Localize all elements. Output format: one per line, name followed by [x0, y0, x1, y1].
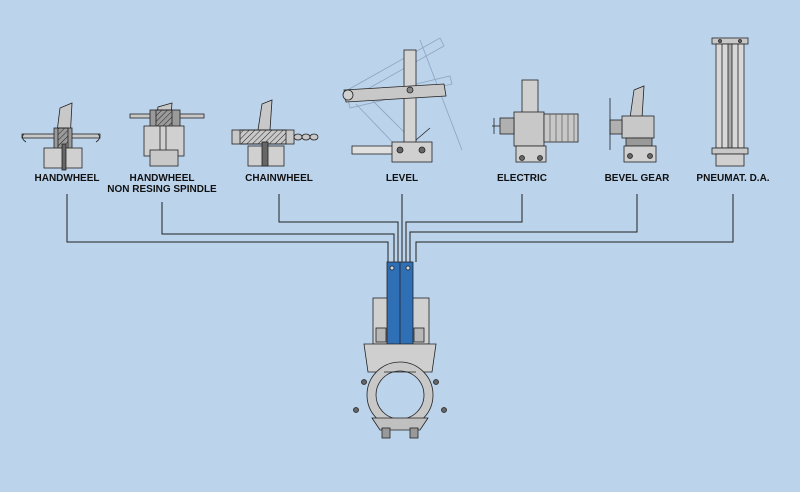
connector-pneumatic — [415, 194, 734, 262]
connector-lines — [66, 194, 734, 262]
knife-gate-valve-icon — [353, 261, 447, 439]
connector-handwheel-nrs — [161, 202, 395, 262]
label-handwheel-nrs: HANDWHEEL NON RESING SPINDLE — [102, 173, 222, 195]
connector-handwheel — [66, 194, 389, 262]
connector-chainwheel — [278, 194, 399, 262]
label-pneumatic: PNEUMAT. D.A. — [696, 173, 770, 184]
handwheel-icon — [21, 102, 101, 171]
connector-bevel-gear — [409, 194, 638, 262]
label-handwheel: HANDWHEEL — [34, 173, 100, 184]
connector-electric — [405, 194, 523, 262]
label-electric: ELECTRIC — [497, 173, 547, 184]
lever-icon — [342, 37, 463, 163]
label-chainwheel: CHAINWHEEL — [245, 173, 313, 184]
pneumatic-cylinder-icon — [711, 37, 749, 167]
label-handwheel-nrs-line2: NON RESING SPINDLE — [107, 184, 217, 195]
label-lever: LEVEL — [385, 173, 419, 184]
chainwheel-icon — [231, 99, 319, 167]
bevel-gear-icon — [609, 85, 657, 163]
electric-actuator-icon — [492, 79, 579, 163]
label-handwheel-nrs-line1: HANDWHEEL — [129, 173, 195, 184]
handwheel-nrs-icon — [129, 102, 205, 167]
label-bevel-gear: BEVEL GEAR — [604, 173, 670, 184]
